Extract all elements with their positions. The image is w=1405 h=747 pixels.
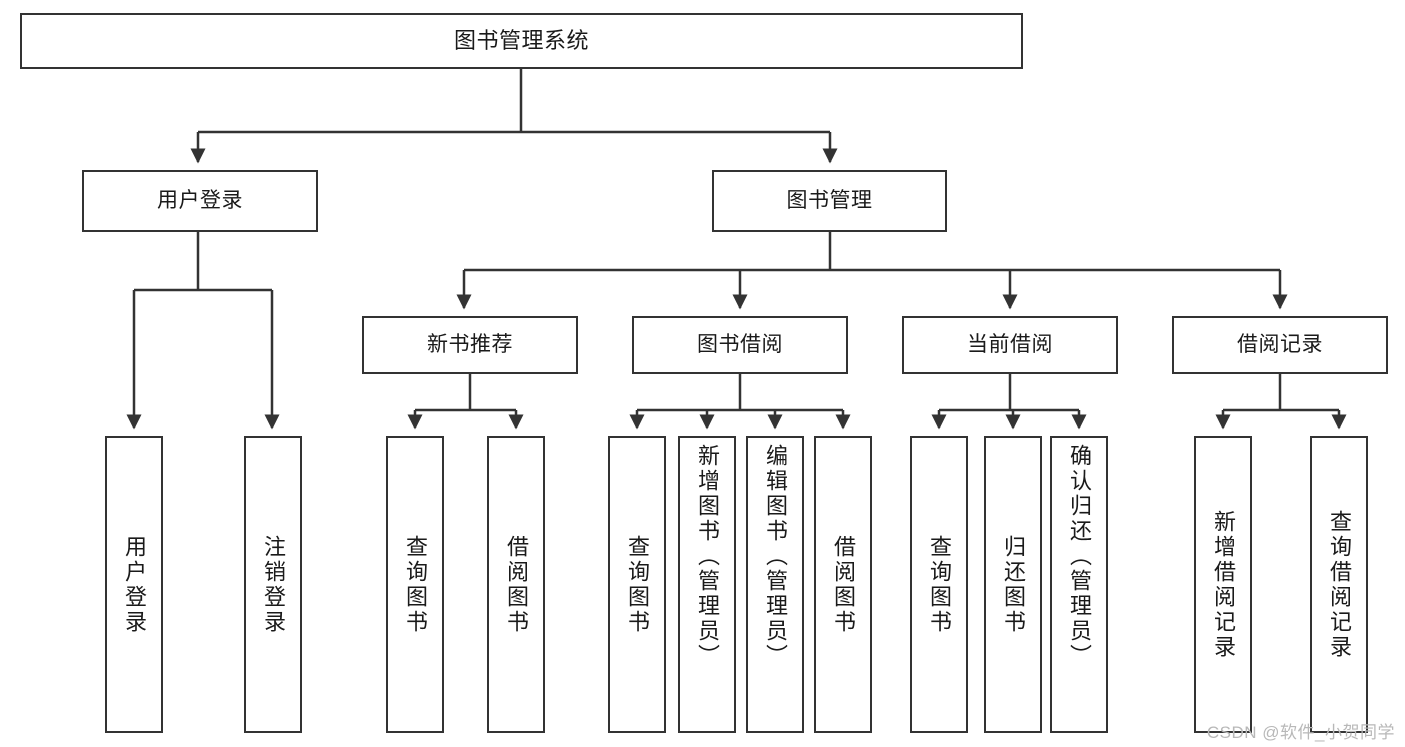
node-leaf-add-borrow-record-label: 新增借阅记录 — [1211, 509, 1236, 660]
node-leaf-logout-login-label: 注销登录 — [261, 534, 286, 635]
node-leaf-query-book-cur[interactable]: 查询图书 — [910, 436, 968, 733]
node-leaf-borrow-book-label: 借阅图书 — [831, 534, 856, 635]
node-leaf-confirm-return-admin[interactable]: 确认归还（管理员） — [1050, 436, 1108, 733]
node-leaf-logout-login[interactable]: 注销登录 — [244, 436, 302, 733]
node-leaf-return-book[interactable]: 归还图书 — [984, 436, 1042, 733]
node-book-management-label: 图书管理 — [786, 188, 873, 212]
node-leaf-query-book-cur-label: 查询图书 — [927, 534, 952, 635]
node-leaf-borrow-book-rec[interactable]: 借阅图书 — [487, 436, 545, 733]
node-leaf-query-borrow-record-label: 查询借阅记录 — [1327, 509, 1352, 660]
node-new-book-recommend-label: 新书推荐 — [427, 332, 513, 356]
node-new-book-recommend[interactable]: 新书推荐 — [362, 316, 578, 374]
node-leaf-user-login[interactable]: 用户登录 — [105, 436, 163, 733]
node-leaf-borrow-book[interactable]: 借阅图书 — [814, 436, 872, 733]
node-borrow-records[interactable]: 借阅记录 — [1172, 316, 1388, 374]
node-current-borrow[interactable]: 当前借阅 — [902, 316, 1118, 374]
node-user-login[interactable]: 用户登录 — [82, 170, 318, 232]
node-borrow-records-label: 借阅记录 — [1237, 332, 1323, 356]
node-current-borrow-label: 当前借阅 — [967, 332, 1053, 356]
csdn-watermark: CSDN @软件_小贺同学 — [1206, 723, 1395, 742]
node-leaf-add-book-admin-label: 新增图书（管理员） — [695, 444, 720, 669]
node-leaf-query-book-rec[interactable]: 查询图书 — [386, 436, 444, 733]
node-leaf-borrow-book-rec-label: 借阅图书 — [504, 534, 529, 635]
node-root-label: 图书管理系统 — [453, 28, 589, 54]
node-leaf-query-borrow-record[interactable]: 查询借阅记录 — [1310, 436, 1368, 733]
node-user-login-label: 用户登录 — [157, 188, 243, 212]
node-leaf-edit-book-admin-label: 编辑图书（管理员） — [763, 444, 788, 669]
node-leaf-query-book-rec-label: 查询图书 — [403, 534, 428, 635]
node-leaf-add-borrow-record[interactable]: 新增借阅记录 — [1194, 436, 1252, 733]
node-leaf-user-login-label: 用户登录 — [122, 534, 147, 635]
node-book-management[interactable]: 图书管理 — [712, 170, 947, 232]
node-leaf-confirm-return-admin-label: 确认归还（管理员） — [1067, 444, 1092, 669]
node-root[interactable]: 图书管理系统 — [20, 13, 1023, 69]
node-leaf-edit-book-admin[interactable]: 编辑图书（管理员） — [746, 436, 804, 733]
node-book-borrow[interactable]: 图书借阅 — [632, 316, 848, 374]
node-leaf-query-book-borrow-label: 查询图书 — [625, 534, 650, 635]
node-leaf-query-book-borrow[interactable]: 查询图书 — [608, 436, 666, 733]
node-book-borrow-label: 图书借阅 — [697, 332, 783, 356]
node-leaf-return-book-label: 归还图书 — [1001, 534, 1026, 635]
node-leaf-add-book-admin[interactable]: 新增图书（管理员） — [678, 436, 736, 733]
